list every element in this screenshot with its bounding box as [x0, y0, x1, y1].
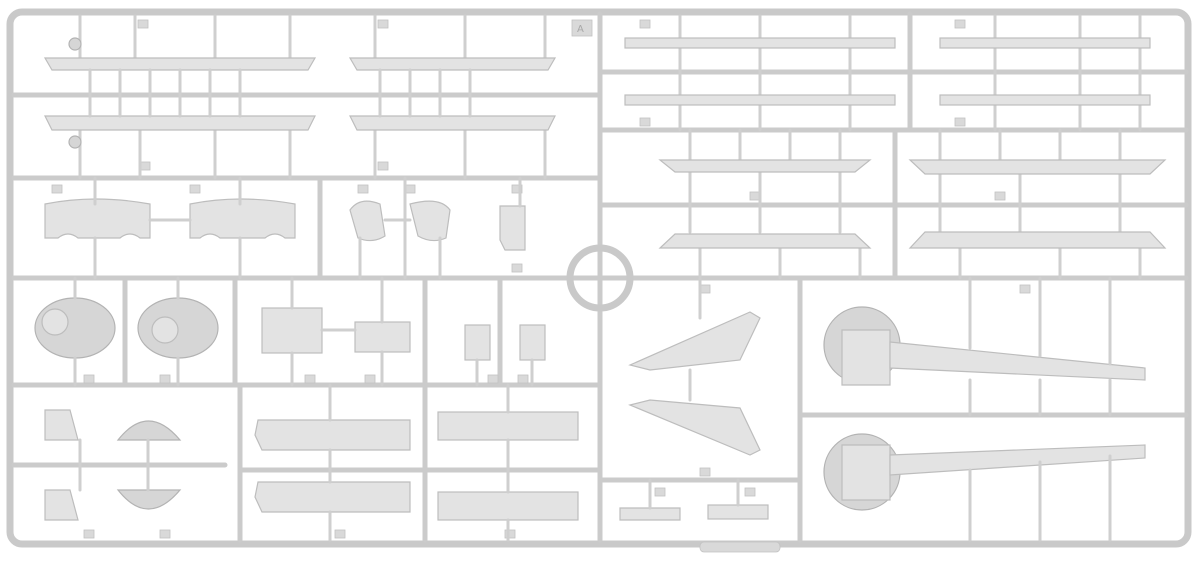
sprue-letter: A — [577, 24, 584, 35]
sprue-frame: A — [6, 8, 1192, 553]
track-guard-strips — [43, 14, 557, 180]
suspension-arms — [619, 276, 769, 521]
fender-strips — [658, 128, 1167, 280]
sprue-letter-tag — [571, 19, 593, 37]
hull-panels — [261, 276, 546, 387]
part-number-tags — [51, 19, 1031, 539]
deck-plates — [254, 383, 579, 542]
sprocket-parts — [44, 409, 182, 521]
drive-housings — [34, 276, 219, 387]
mudguard-strips — [624, 14, 1151, 132]
road-wheel-arms — [823, 276, 1146, 542]
hull-covers — [44, 176, 526, 280]
